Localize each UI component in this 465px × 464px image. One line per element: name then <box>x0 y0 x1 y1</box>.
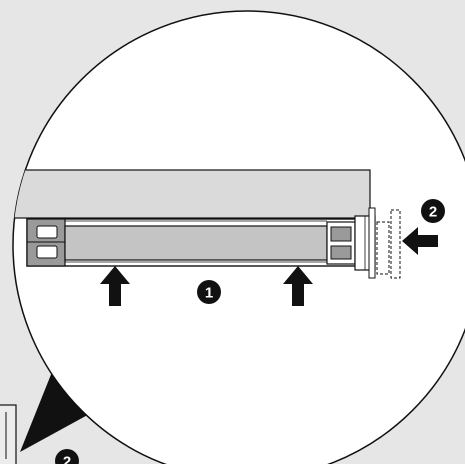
step-callout-3-label: 2 <box>63 454 71 464</box>
upper-panel <box>0 170 370 218</box>
chassis-fragment <box>0 405 16 464</box>
step-callout-1: 1 <box>197 280 221 304</box>
step-callout-2: 2 <box>421 199 445 223</box>
lens-content <box>0 170 400 278</box>
step-callout-2-label: 2 <box>429 204 437 221</box>
step-callout-1-label: 1 <box>205 285 213 302</box>
